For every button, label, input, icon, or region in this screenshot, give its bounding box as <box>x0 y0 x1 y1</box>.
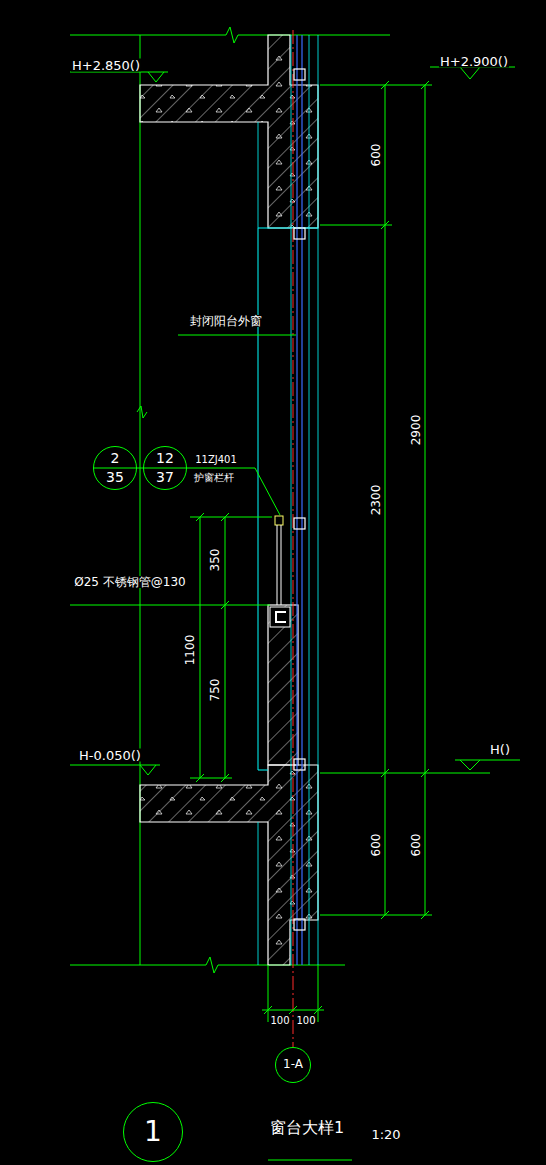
part-label: Ø25 不锈钢管@130 <box>73 576 186 588</box>
circle-text: 2 <box>111 451 120 466</box>
dimension: 2900 <box>410 414 422 447</box>
drawing-title: 窗台大样1 <box>269 1120 345 1136</box>
circle-text: 35 <box>106 470 124 485</box>
part-label: 封闭阳台外窗 <box>189 315 263 327</box>
dimension: 100 <box>269 1016 290 1026</box>
detail-index-circle: 235 <box>93 446 137 490</box>
level-mark: H() <box>489 743 511 756</box>
detail-index-circle: 1237 <box>143 446 187 490</box>
dimension: 600 <box>370 143 382 168</box>
dimension: 350 <box>209 548 221 573</box>
dimension: 1100 <box>184 634 196 667</box>
scale: 1:20 <box>370 1128 401 1141</box>
reference-code: 11ZJ401 <box>194 455 238 465</box>
detail-number-circle: 1 <box>123 1102 183 1162</box>
dimension: 2300 <box>370 484 382 517</box>
circle-text: 1 <box>144 1117 162 1148</box>
circle-text: 1-A <box>283 1058 303 1071</box>
circle-text: 37 <box>156 470 174 485</box>
axis-bubble: 1-A <box>275 1047 311 1083</box>
circle-text: 12 <box>156 451 174 466</box>
dimension: 100 <box>295 1016 316 1026</box>
dimension: 750 <box>209 678 221 703</box>
dimension: 600 <box>370 833 382 858</box>
dimension: 600 <box>410 833 422 858</box>
level-mark: H-0.050() <box>78 749 142 762</box>
part-label: 护窗栏杆 <box>193 473 235 483</box>
level-mark: H+2.850() <box>71 59 141 72</box>
level-mark: H+2.900() <box>439 55 509 68</box>
